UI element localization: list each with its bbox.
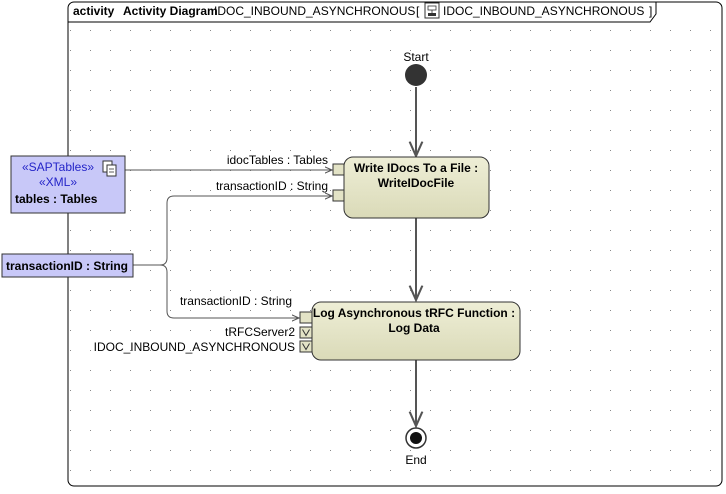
flow-txid-to-log: [159, 264, 299, 318]
pin-write-transaction-id[interactable]: [332, 189, 345, 202]
frame-diagram-name: Activity Diagram: [123, 4, 218, 18]
object-tables-stereotype-saptables: «SAPTables»: [22, 160, 94, 174]
copy-icon: [102, 160, 117, 177]
frame-activity-name: IDOC_INBOUND_ASYNCHRONOUS: [214, 4, 415, 18]
object-transaction-id[interactable]: transactionID : String: [1, 253, 134, 278]
frame-activity-ref: IDOC_INBOUND_ASYNCHRONOUS: [443, 4, 644, 18]
pin-idoc-inbound-label: IDOC_INBOUND_ASYNCHRONOUS: [94, 340, 295, 354]
object-transaction-id-name: transactionID : String: [6, 259, 128, 273]
object-tables-stereotype-xml: «XML»: [39, 175, 77, 189]
frame-close-bracket: ]: [649, 4, 652, 18]
pin-trfc-server[interactable]: [299, 326, 313, 339]
pin-log-transaction-id[interactable]: [299, 311, 313, 324]
object-tables[interactable]: «SAPTables» «XML» tables : Tables: [10, 155, 126, 214]
action-write-idocs[interactable]: Write IDocs To a File : WriteIDocFile: [343, 156, 490, 219]
start-label: Start: [403, 50, 429, 64]
final-node[interactable]: [405, 427, 427, 449]
activity-diagram-icon: [424, 2, 440, 19]
pin-idoc-tables[interactable]: [332, 163, 345, 176]
pin-idoc-inbound[interactable]: [299, 340, 313, 353]
pin-log-transaction-id-label: transactionID : String: [180, 294, 292, 308]
action-log-async[interactable]: Log Asynchronous tRFC Function : Log Dat…: [311, 301, 521, 361]
pin-trfc-server-label: tRFCServer2: [225, 325, 295, 339]
pin-idoc-tables-label: idocTables : Tables: [227, 153, 328, 167]
diagram-frame: [67, 1, 723, 487]
action-log-async-line1: Log Asynchronous tRFC Function :: [313, 306, 515, 320]
action-log-async-line2: Log Data: [388, 321, 440, 335]
action-write-idocs-line1: Write IDocs To a File :: [354, 161, 478, 175]
pin-write-transaction-id-label: transactionID : String: [216, 179, 328, 193]
frame-keyword: activity: [73, 4, 115, 18]
object-tables-name: tables : Tables: [15, 192, 98, 206]
frame-open-bracket: [: [416, 4, 420, 18]
initial-node[interactable]: [405, 64, 427, 86]
action-write-idocs-line2: WriteIDocFile: [378, 176, 455, 190]
flow-txid-to-write: [133, 196, 332, 266]
end-label: End: [405, 453, 426, 467]
